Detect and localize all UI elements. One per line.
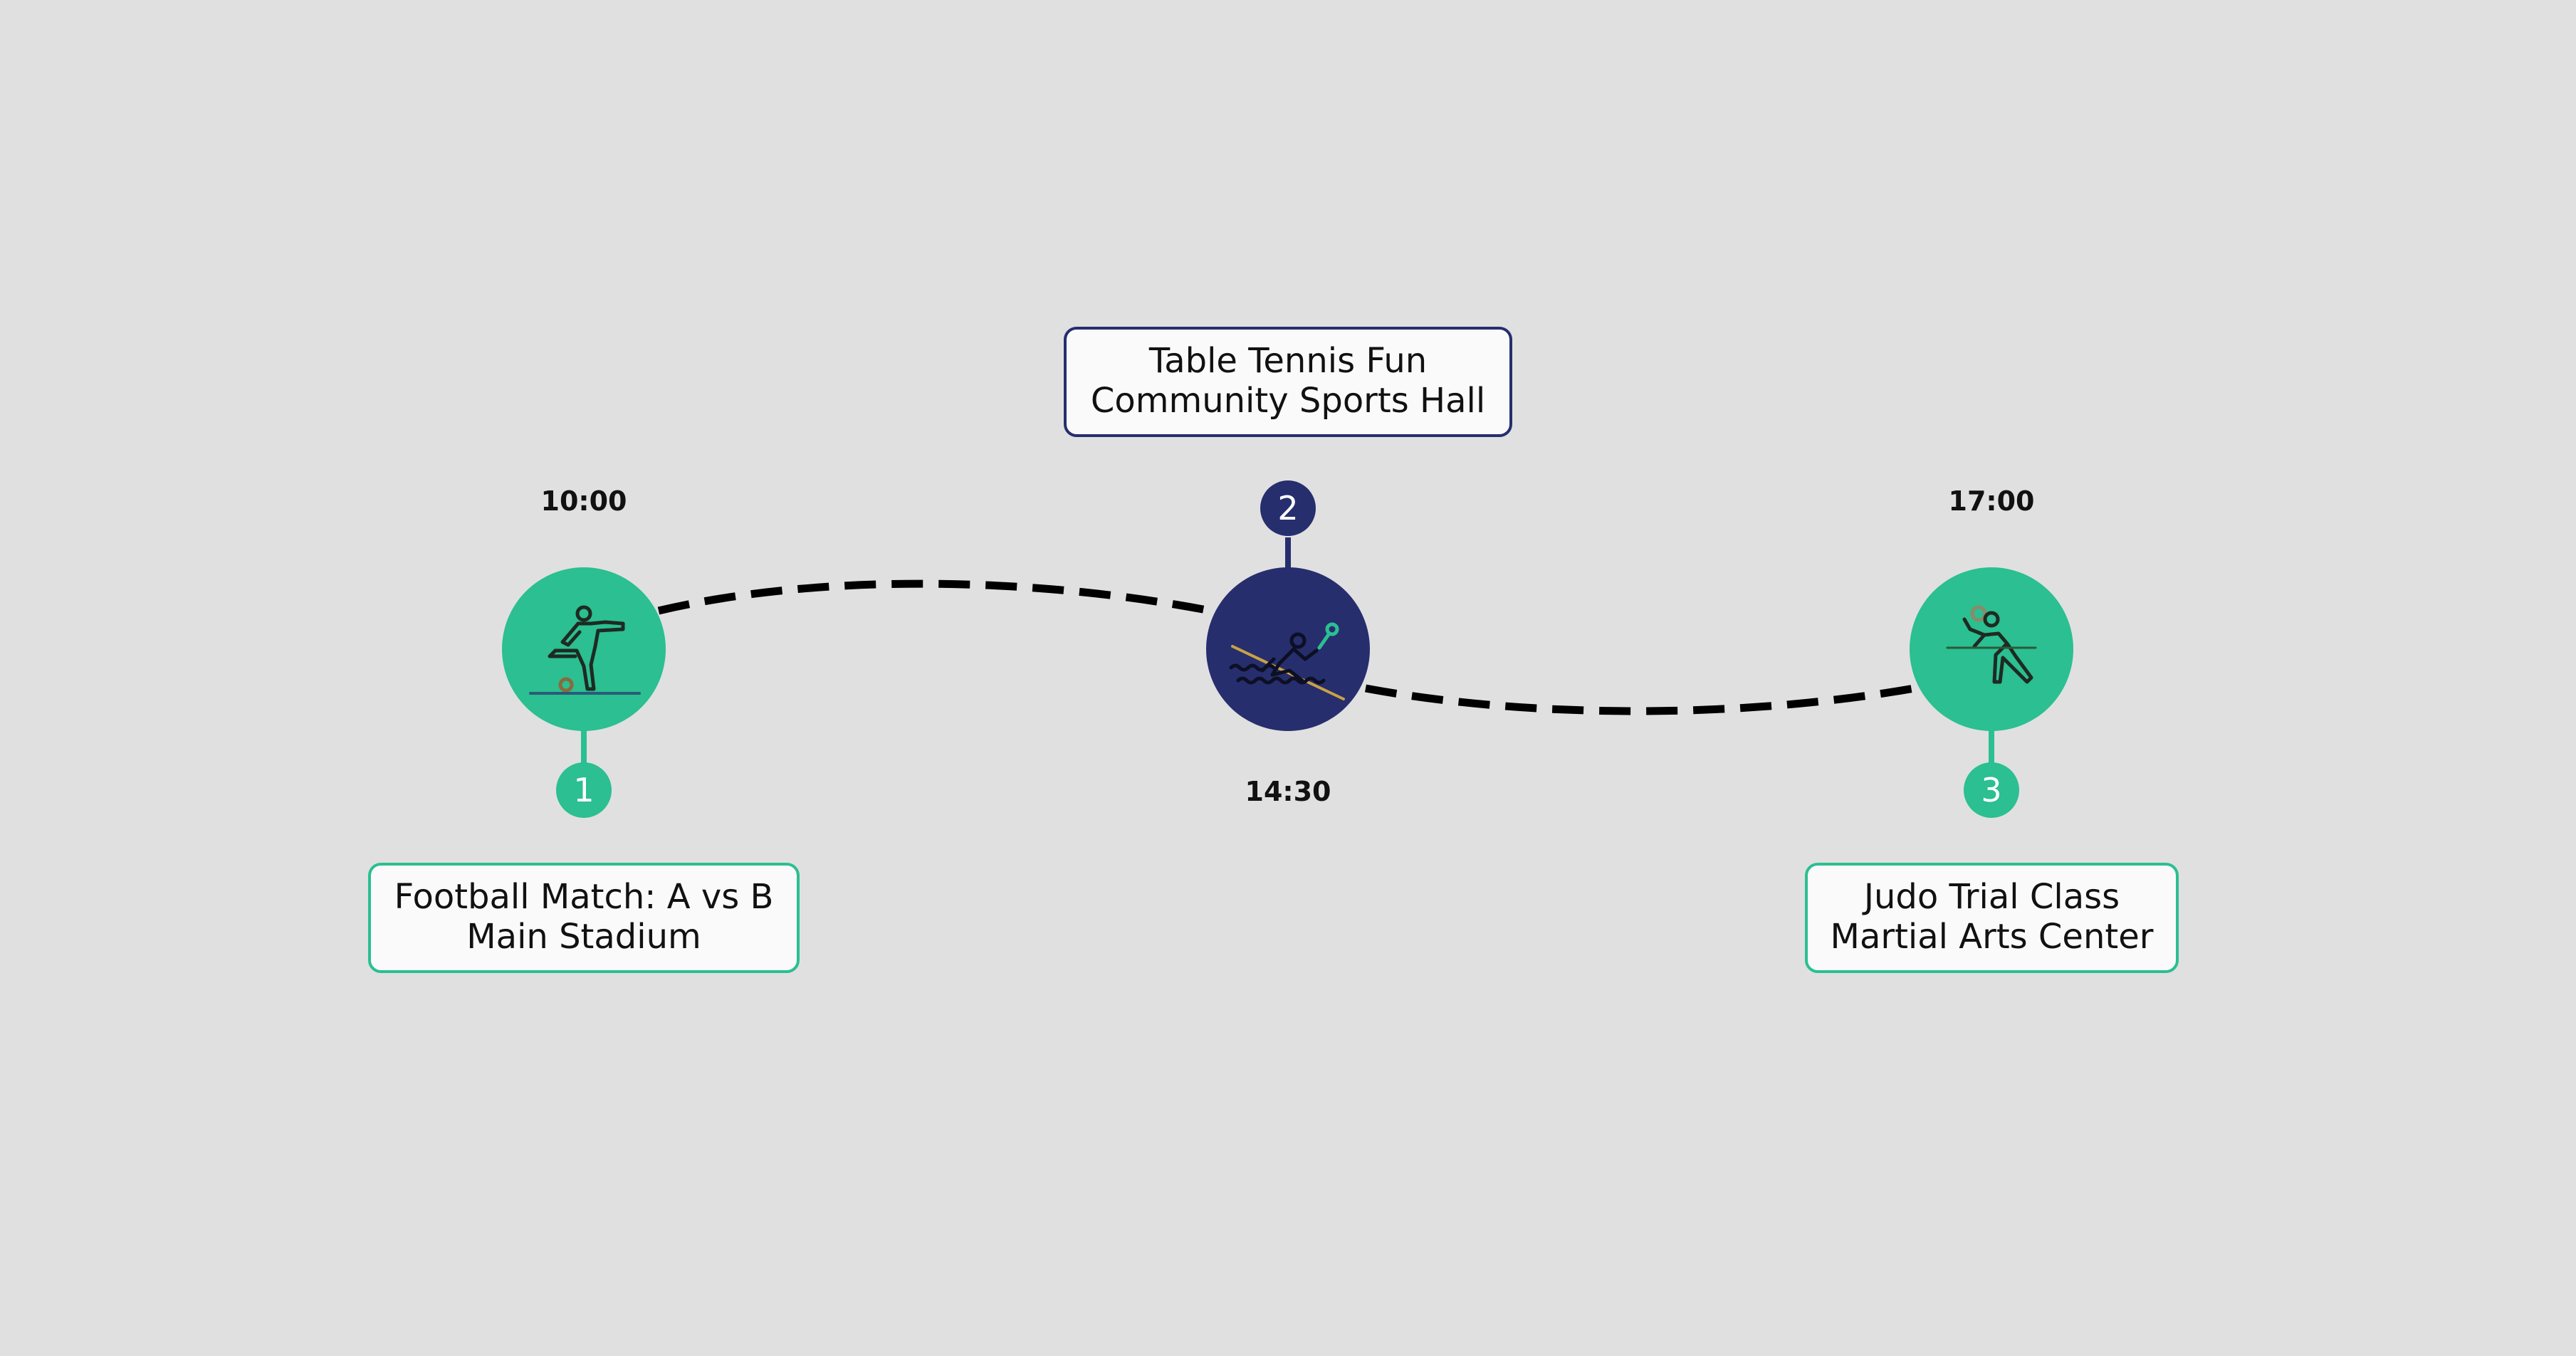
judo-athlete-icon <box>1946 605 2037 684</box>
event-1-venue: Main Stadium <box>466 917 701 957</box>
path-segment-1-2 <box>657 579 1212 615</box>
event-1-circle <box>502 567 666 731</box>
event-2-time: 14:30 <box>1245 776 1331 807</box>
event-1-label-box: Football Match: A vs B Main Stadium <box>368 863 800 973</box>
path-segment-2-3 <box>1364 683 1923 715</box>
event-3-title: Judo Trial Class <box>1863 877 2120 917</box>
event-1-number-badge: 1 <box>556 762 612 818</box>
event-3-venue: Martial Arts Center <box>1830 917 2154 957</box>
event-2-venue: Community Sports Hall <box>1090 381 1486 421</box>
event-2-title: Table Tennis Fun <box>1148 341 1428 381</box>
event-2-label-box: Table Tennis Fun Community Sports Hall <box>1064 327 1512 437</box>
event-2-circle <box>1206 567 1370 731</box>
event-3-circle <box>1910 567 2073 731</box>
event-1-time: 10:00 <box>540 485 627 517</box>
event-3-label-box: Judo Trial Class Martial Arts Center <box>1805 863 2179 973</box>
event-3-number-badge: 3 <box>1964 762 2019 818</box>
event-2-number-badge: 2 <box>1260 480 1316 536</box>
event-3-time: 17:00 <box>1948 485 2035 517</box>
event-1-title: Football Match: A vs B <box>394 877 774 917</box>
table-tennis-player-icon <box>1229 622 1345 700</box>
football-player-icon <box>529 605 641 695</box>
